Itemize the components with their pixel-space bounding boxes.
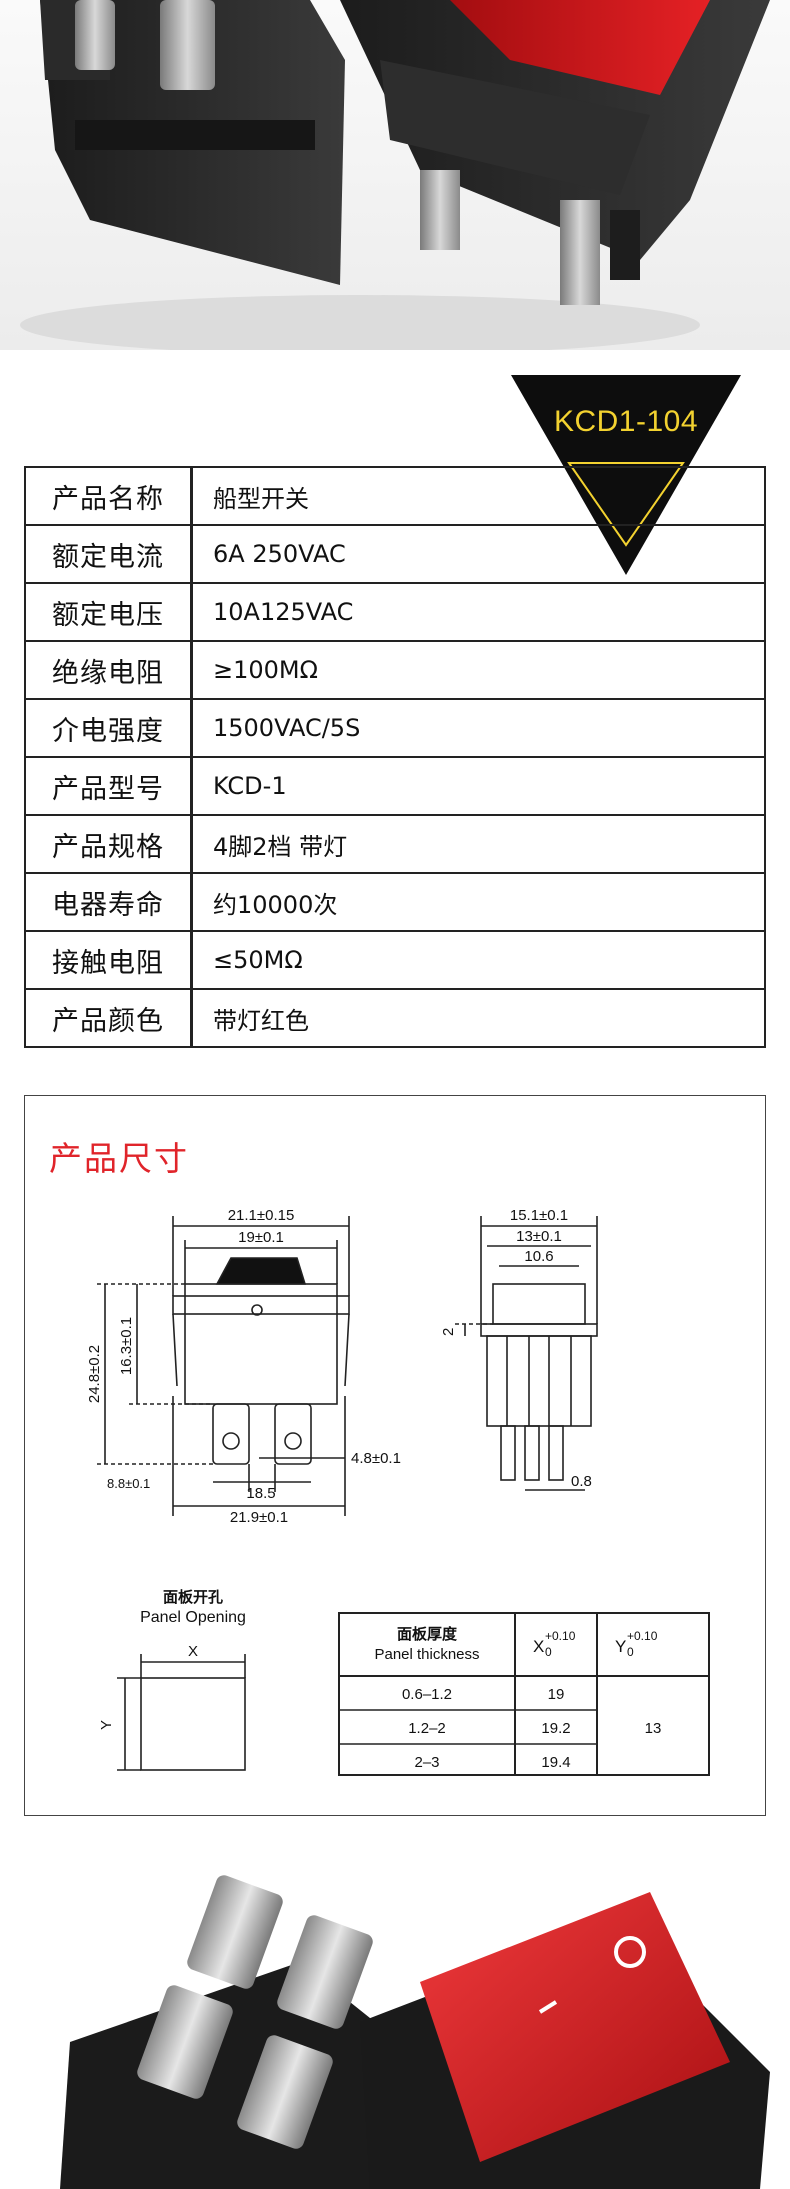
spec-row: 接触电阻≤50MΩ bbox=[24, 930, 766, 990]
panel-opening-title-en: Panel Opening bbox=[140, 1609, 246, 1626]
y-header: Y bbox=[615, 1637, 626, 1656]
side-width-inner: 13±0.1 bbox=[516, 1228, 562, 1245]
front-base-width: 21.9±0.1 bbox=[230, 1509, 288, 1526]
spec-key: 电器寿命 bbox=[24, 872, 193, 932]
spec-value: 带灯红色 bbox=[190, 988, 766, 1048]
x-tol-minus: 0 bbox=[545, 1645, 552, 1659]
spec-value: 6A 250VAC bbox=[190, 524, 766, 584]
panel-opening-title-cn: 面板开孔 bbox=[163, 1588, 223, 1606]
spec-key: 介电强度 bbox=[24, 698, 193, 758]
side-height-rocker: 2 bbox=[440, 1328, 457, 1336]
spec-key: 产品颜色 bbox=[24, 988, 193, 1048]
thickness-row-1: 1.2–2 bbox=[408, 1720, 446, 1737]
thickness-row-0: 0.6–1.2 bbox=[402, 1686, 452, 1703]
spec-row: 产品颜色带灯红色 bbox=[24, 988, 766, 1048]
y-tol-minus: 0 bbox=[627, 1645, 634, 1659]
front-pin-offset: 8.8±0.1 bbox=[107, 1476, 150, 1491]
spec-key: 额定电压 bbox=[24, 582, 193, 642]
dimensions-panel: 产品尺寸 bbox=[24, 1095, 766, 1816]
panel-x-label: X bbox=[188, 1643, 198, 1660]
panel-y-label: Y bbox=[98, 1720, 115, 1730]
spec-value: 10A125VAC bbox=[190, 582, 766, 642]
spec-row: 绝缘电阻≥100MΩ bbox=[24, 640, 766, 700]
thickness-row-2: 2–3 bbox=[414, 1754, 439, 1771]
product-photo-top bbox=[0, 0, 790, 350]
x-row-1: 19.2 bbox=[541, 1720, 570, 1737]
front-width-overall: 21.1±0.15 bbox=[228, 1207, 295, 1224]
spec-key: 接触电阻 bbox=[24, 930, 193, 990]
x-row-0: 19 bbox=[548, 1686, 565, 1703]
spec-value: 船型开关 bbox=[190, 466, 766, 526]
spec-value: ≥100MΩ bbox=[190, 640, 766, 700]
thickness-header-cn: 面板厚度 bbox=[397, 1625, 458, 1643]
product-photo-bottom bbox=[0, 1842, 790, 2189]
spec-value: 4脚2档 带灯 bbox=[190, 814, 766, 874]
front-pin-gap: 4.8±0.1 bbox=[351, 1450, 401, 1467]
x-tol-plus: +0.10 bbox=[545, 1629, 576, 1643]
y-value: 13 bbox=[645, 1720, 662, 1737]
spec-row: 产品名称船型开关 bbox=[24, 466, 766, 526]
thickness-header-en: Panel thickness bbox=[374, 1646, 479, 1663]
y-tol-plus: +0.10 bbox=[627, 1629, 658, 1643]
front-height-total: 24.8±0.2 bbox=[86, 1345, 103, 1403]
spec-value: 1500VAC/5S bbox=[190, 698, 766, 758]
spec-key: 产品规格 bbox=[24, 814, 193, 874]
spec-value: ≤50MΩ bbox=[190, 930, 766, 990]
spec-row: 电器寿命约10000次 bbox=[24, 872, 766, 932]
spec-key: 额定电流 bbox=[24, 524, 193, 584]
x-header: X bbox=[533, 1637, 544, 1656]
front-height-body: 16.3±0.1 bbox=[118, 1317, 135, 1375]
spec-key: 产品名称 bbox=[24, 466, 193, 526]
front-width-inner: 19±0.1 bbox=[238, 1229, 284, 1246]
spec-key: 绝缘电阻 bbox=[24, 640, 193, 700]
dimension-drawing: 21.1±0.15 19±0.1 24.8±0.2 16.3±0.1 4.8±0… bbox=[86, 1207, 710, 1776]
spec-value: KCD-1 bbox=[190, 756, 766, 816]
side-width-top: 10.6 bbox=[524, 1248, 553, 1265]
x-row-2: 19.4 bbox=[541, 1754, 570, 1771]
front-pin-span: 18.5 bbox=[246, 1485, 275, 1502]
spec-key: 产品型号 bbox=[24, 756, 193, 816]
side-pin-thickness: 0.8 bbox=[571, 1473, 592, 1490]
spec-value: 约10000次 bbox=[190, 872, 766, 932]
model-badge-label: KCD1-104 bbox=[553, 405, 699, 438]
side-width-overall: 15.1±0.1 bbox=[510, 1207, 568, 1224]
dimensions-title: 产品尺寸 bbox=[49, 1139, 189, 1178]
